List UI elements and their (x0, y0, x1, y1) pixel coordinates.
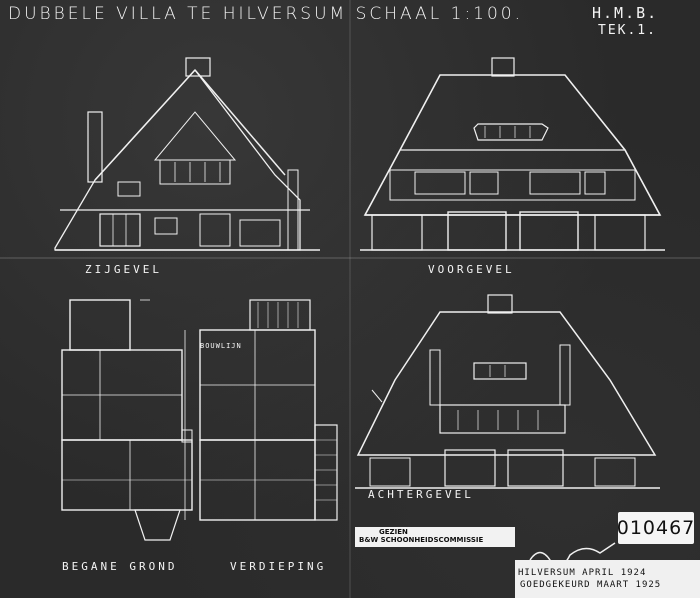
upper-floor-plan (184, 299, 338, 521)
sheet-number: TEK.1. (598, 23, 657, 38)
rear-elevation-drawing (355, 294, 660, 489)
approval-stamp-line1: GEZIEN (379, 528, 408, 536)
archive-number-stamp: 010467 (617, 512, 694, 544)
label-upper-floor: VERDIEPING (230, 560, 327, 573)
approval-date: GOEDGEKEURD MAART 1925 (520, 580, 662, 590)
approval-stamp-line2: B&W SCHOONHEIDSCOMMISSIE (359, 536, 484, 544)
ground-floor-plan (61, 299, 193, 541)
sheet-code: H.M.B. (592, 4, 659, 22)
label-front-elevation: VOORGEVEL (428, 263, 515, 276)
front-elevation-drawing (360, 57, 665, 251)
label-side-elevation: ZIJGEVEL (85, 263, 162, 276)
approval-stamp: GEZIEN B&W SCHOONHEIDSCOMMISSIE (355, 527, 515, 547)
date-label-area (515, 560, 700, 598)
place-date: HILVERSUM APRIL 1924 (518, 568, 647, 578)
label-ground-floor: BEGANE GROND (62, 560, 178, 573)
side-elevation-drawing (54, 57, 320, 251)
drawing-title: DUBBELE VILLA TE HILVERSUM SCHAAL 1:100. (8, 4, 524, 24)
label-building-line: BOUWLIJN (200, 342, 242, 350)
label-rear-elevation: ACHTERGEVEL (368, 488, 474, 501)
